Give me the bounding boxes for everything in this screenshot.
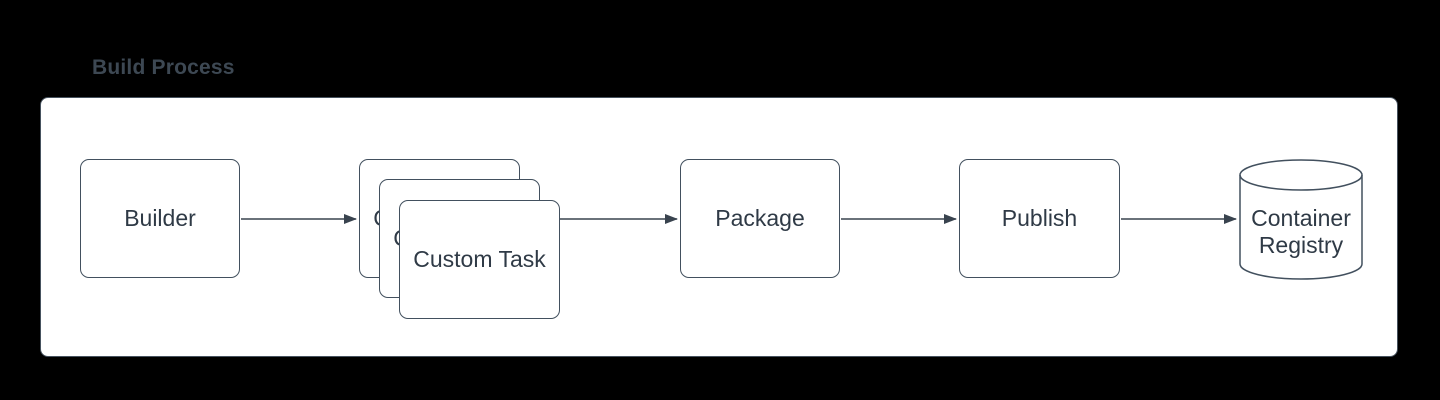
node-builder-label: Builder (124, 205, 196, 231)
node-package-label: Package (715, 205, 805, 231)
node-publish: Publish (959, 159, 1120, 278)
node-package: Package (680, 159, 840, 278)
node-container-registry-cylinder-shape (1239, 159, 1363, 280)
node-custom-task-front: Custom Task (399, 200, 560, 319)
diagram-title: Build Process (92, 56, 235, 79)
node-container-registry: Container Registry (1239, 205, 1363, 259)
node-container-registry-label-line2: Registry (1258, 232, 1344, 258)
node-publish-label: Publish (1001, 205, 1078, 231)
node-builder: Builder (80, 159, 240, 278)
node-custom-task-front-label: Custom Task (413, 246, 546, 272)
node-container-registry-label-line1: Container (1251, 205, 1351, 231)
